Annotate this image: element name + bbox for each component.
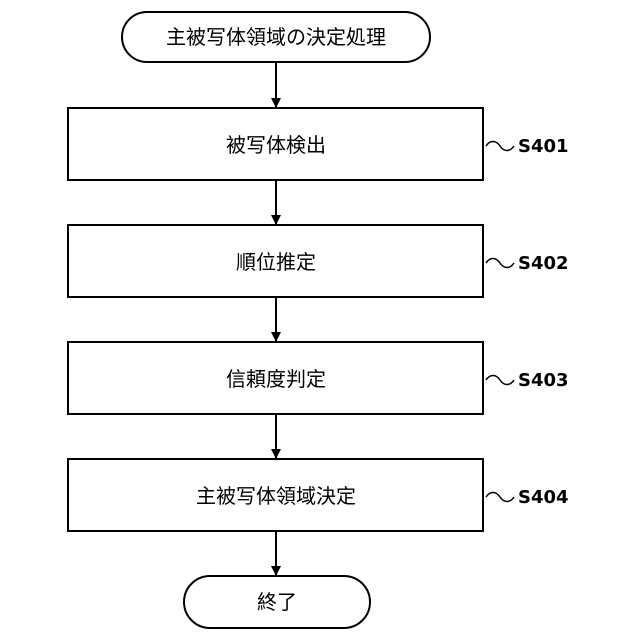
process-label-s404: 主被写体領域決定 [196, 484, 356, 508]
process-label-s401: 被写体検出 [226, 133, 326, 157]
step-id-s402: S402 [518, 253, 569, 274]
end-label: 終了 [257, 590, 297, 614]
step-id-s401: S401 [518, 136, 569, 157]
process-label-s402: 順位推定 [236, 250, 316, 274]
process-box-s404: 主被写体領域決定 [68, 459, 483, 531]
start-terminator: 主被写体領域の決定処理 [122, 12, 430, 62]
step-id-s404: S404 [518, 487, 569, 508]
step-leader-s401 [486, 142, 514, 151]
process-box-s401: 被写体検出 [68, 108, 483, 180]
end-terminator: 終了 [184, 576, 370, 628]
start-label: 主被写体領域の決定処理 [166, 25, 386, 49]
step-leader-s402 [486, 259, 514, 268]
step-leader-s404 [486, 493, 514, 502]
process-label-s403: 信頼度判定 [226, 367, 326, 391]
step-leader-s403 [486, 376, 514, 385]
process-box-s402: 順位推定 [68, 225, 483, 297]
step-id-s403: S403 [518, 370, 569, 391]
process-box-s403: 信頼度判定 [68, 342, 483, 414]
